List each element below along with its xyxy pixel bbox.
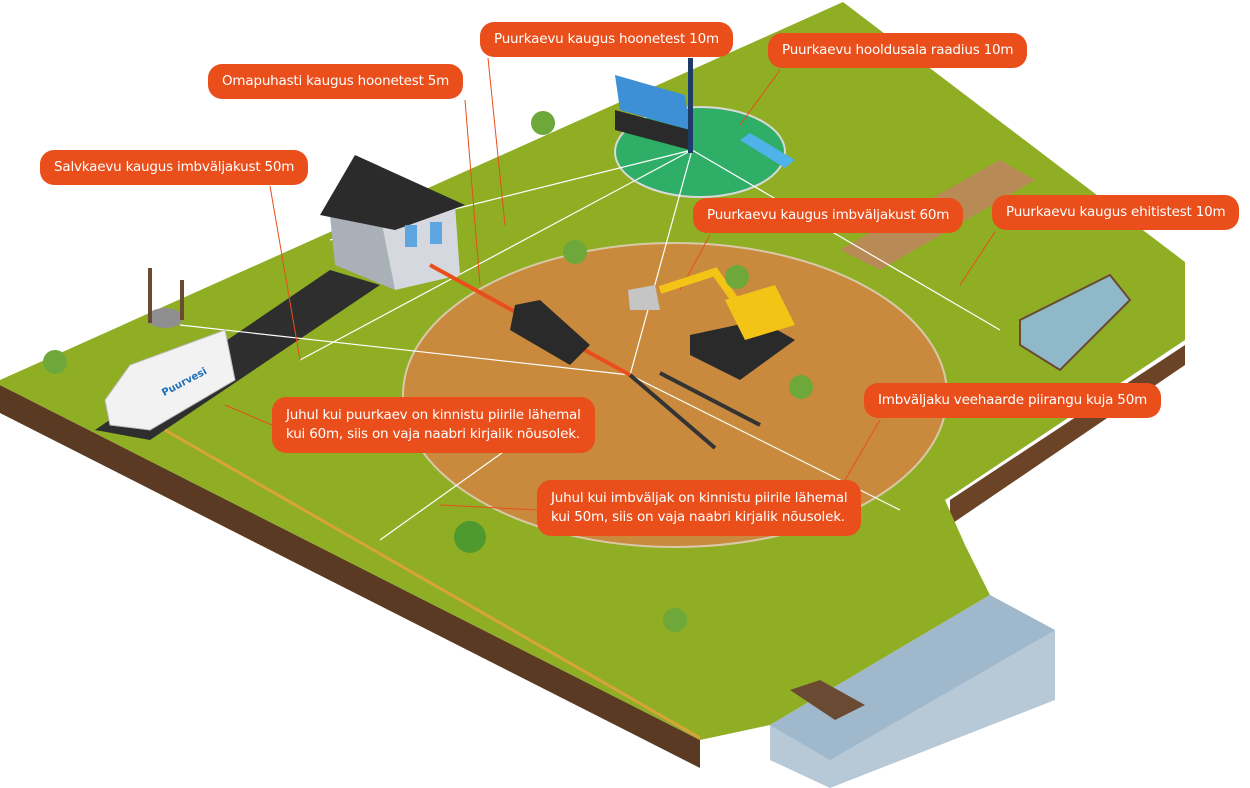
label-drill-to-buildings: Puurkaevu kaugus hoonetest 10m bbox=[480, 22, 733, 57]
pier bbox=[790, 680, 865, 720]
greenhouse bbox=[1019, 273, 1132, 372]
label-line: kui 50m, siis on vaja naabri kirjalik nõ… bbox=[551, 509, 845, 525]
pond bbox=[770, 595, 1055, 760]
well bbox=[147, 268, 184, 328]
label-drill-service-radius: Puurkaevu hooldusala raadius 10m bbox=[768, 33, 1028, 68]
label-line: kui 60m, siis on vaja naabri kirjalik nõ… bbox=[286, 426, 580, 442]
label-drill-neighbor-consent: Juhul kui puurkaev on kinnistu piirile l… bbox=[272, 397, 595, 453]
pipe-bundle bbox=[740, 133, 795, 168]
fence bbox=[164, 428, 701, 740]
label-drill-to-structures: Puurkaevu kaugus ehitistest 10m bbox=[992, 195, 1240, 230]
drilling-rig bbox=[615, 58, 693, 153]
ground-side-left bbox=[0, 385, 700, 768]
label-infiltration-restriction-zone: Imbväljaku veehaarde piirangu kuja 50m bbox=[864, 383, 1162, 418]
van bbox=[104, 329, 236, 431]
label-drill-to-infiltration: Puurkaevu kaugus imbväljakust 60m bbox=[693, 198, 964, 233]
label-septic-to-buildings: Omapuhasti kaugus hoonetest 5m bbox=[208, 64, 464, 99]
excavator bbox=[628, 267, 795, 380]
label-line: Juhul kui puurkaev on kinnistu piirile l… bbox=[286, 407, 581, 423]
label-infiltration-neighbor-consent: Juhul kui imbväljak on kinnistu piirile … bbox=[537, 480, 862, 536]
label-line: Juhul kui imbväljak on kinnistu piirile … bbox=[551, 490, 848, 506]
trees bbox=[43, 111, 813, 632]
septic-tank bbox=[429, 263, 761, 450]
label-well-to-infiltration: Salvkaevu kaugus imbväljakust 50m bbox=[40, 150, 309, 185]
